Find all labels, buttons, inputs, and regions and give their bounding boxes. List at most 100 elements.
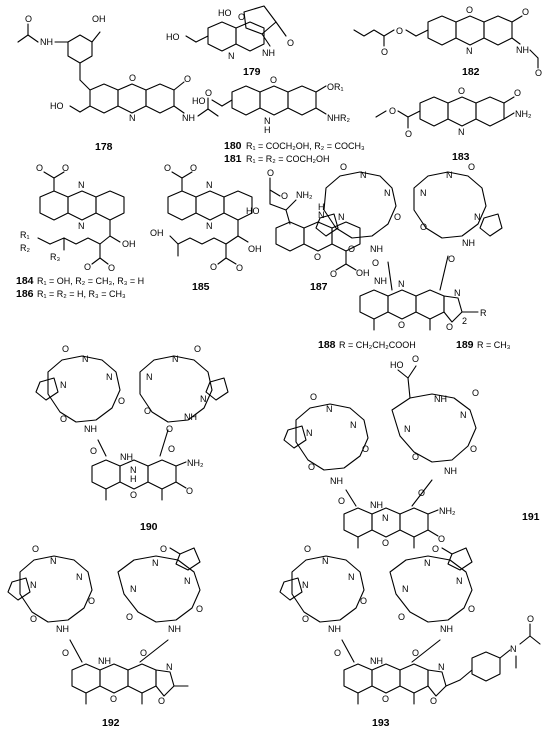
compound-id: 178 [95, 141, 113, 153]
atom-label: N [338, 212, 345, 222]
atom-label: N [446, 170, 453, 180]
compound-id: 179 [243, 66, 261, 78]
atom-label: O [527, 614, 534, 624]
atom-label: NH [440, 624, 453, 634]
atom-label: O [129, 73, 136, 83]
atom-label: O [372, 258, 379, 268]
atom-label: NH [516, 45, 529, 55]
atom-label: O [267, 168, 274, 178]
atom-label: NH [330, 476, 343, 486]
atom-label: O [522, 7, 529, 17]
atom-label: O [438, 534, 445, 544]
atom-label: O [420, 222, 427, 232]
atom-label: O [330, 269, 337, 279]
atom-label: N [30, 580, 37, 590]
atom-label: N [78, 221, 85, 231]
atom-label: O [360, 596, 367, 606]
atom-label: O [140, 648, 147, 658]
atom-label: R₂ [20, 243, 30, 253]
atom-label: O [470, 444, 477, 454]
atom-label: NH [328, 624, 341, 634]
atom-label: N [458, 127, 465, 137]
atom-label: OH [356, 268, 370, 278]
substituent-note-180: R₁ = COCH₂OH, R₂ = COCH₃ [246, 141, 365, 151]
atom-label: N [50, 556, 57, 566]
structure-191: N N N NH O O O HO O NH N N NH O O O O O … [283, 354, 540, 549]
atom-label: H [318, 202, 325, 212]
atom-label: HO [246, 206, 260, 216]
atom-label: O [270, 75, 277, 85]
atom-label: O [446, 322, 453, 332]
atom-label: NH₂ [187, 458, 204, 468]
atom-label: O [418, 488, 425, 498]
atom-label: O [110, 694, 117, 704]
atom-label: O [382, 538, 389, 548]
atom-label: HO [166, 32, 180, 42]
atom-label: N [166, 662, 173, 672]
atom-label: O [164, 163, 171, 173]
atom-label: O [281, 191, 288, 201]
atom-label: O [210, 262, 217, 272]
atom-label: 2 [462, 316, 467, 326]
atom-label: N [466, 46, 473, 56]
atom-label: NH [56, 624, 69, 634]
atom-label: O [468, 604, 475, 614]
atom-label: O [25, 14, 32, 24]
atom-label: N [384, 188, 391, 198]
atom-label: N [200, 394, 207, 404]
atom-label: O [62, 648, 69, 658]
atom-label: O [535, 68, 542, 78]
atom-label: NH [370, 500, 383, 510]
atom-label: HO [192, 96, 206, 106]
atom-label: N [172, 354, 179, 364]
atom-label: R₁ [20, 230, 30, 240]
structure-188-189: N N N NH O O O O N N N NH O O O NH N O N… [315, 162, 511, 351]
atom-label: N [360, 170, 367, 180]
atom-label: N [60, 380, 67, 390]
substituent-note-188: R = CH₂CH₂COOH [339, 340, 416, 350]
structure-182: O N O NH O O O 182 [353, 5, 542, 78]
atom-label: N [322, 556, 329, 566]
atom-label: O [62, 344, 69, 354]
atom-label: N [206, 221, 213, 231]
atom-label: O [381, 47, 388, 57]
atom-label: O [348, 244, 355, 254]
atom-label: OR₁ [327, 82, 344, 92]
atom-label: N [350, 420, 357, 430]
atom-label: N [302, 580, 309, 590]
atom-label: O [396, 26, 403, 36]
structure-187: O O HO NH₂ N H O O OH 187 [246, 168, 370, 293]
atom-label: O [30, 614, 37, 624]
atom-label: O [36, 163, 43, 173]
atom-label: NH [84, 424, 97, 434]
atom-label: O [338, 496, 345, 506]
compound-id: 188 [318, 339, 336, 351]
atom-label: N [420, 188, 427, 198]
atom-label: N [184, 576, 191, 586]
atom-label: N [474, 212, 481, 222]
atom-label: O [412, 648, 419, 658]
compound-id: 193 [372, 717, 390, 729]
compound-id: 184 [16, 275, 34, 287]
atom-label: O [130, 490, 137, 500]
compound-id: 191 [522, 511, 540, 523]
atom-label: N [264, 116, 271, 126]
atom-label: O [405, 129, 412, 139]
atom-label: N [398, 279, 405, 289]
substituent-note-189: R = CH₃ [477, 340, 511, 350]
structure-185: N N O O OH O O OH 185 [150, 163, 262, 293]
atom-label: OH [248, 244, 262, 254]
atom-label: OH [150, 228, 164, 238]
atom-label: O [184, 74, 191, 84]
compound-id: 186 [16, 288, 34, 300]
atom-label: N [146, 372, 153, 382]
atom-label: N [76, 572, 83, 582]
atom-label: O [398, 320, 405, 330]
atom-label: O [472, 388, 479, 398]
atom-label: O [448, 254, 455, 264]
atom-label: O [32, 544, 39, 554]
atom-label: O [304, 544, 311, 554]
atom-label: NH [98, 656, 111, 666]
